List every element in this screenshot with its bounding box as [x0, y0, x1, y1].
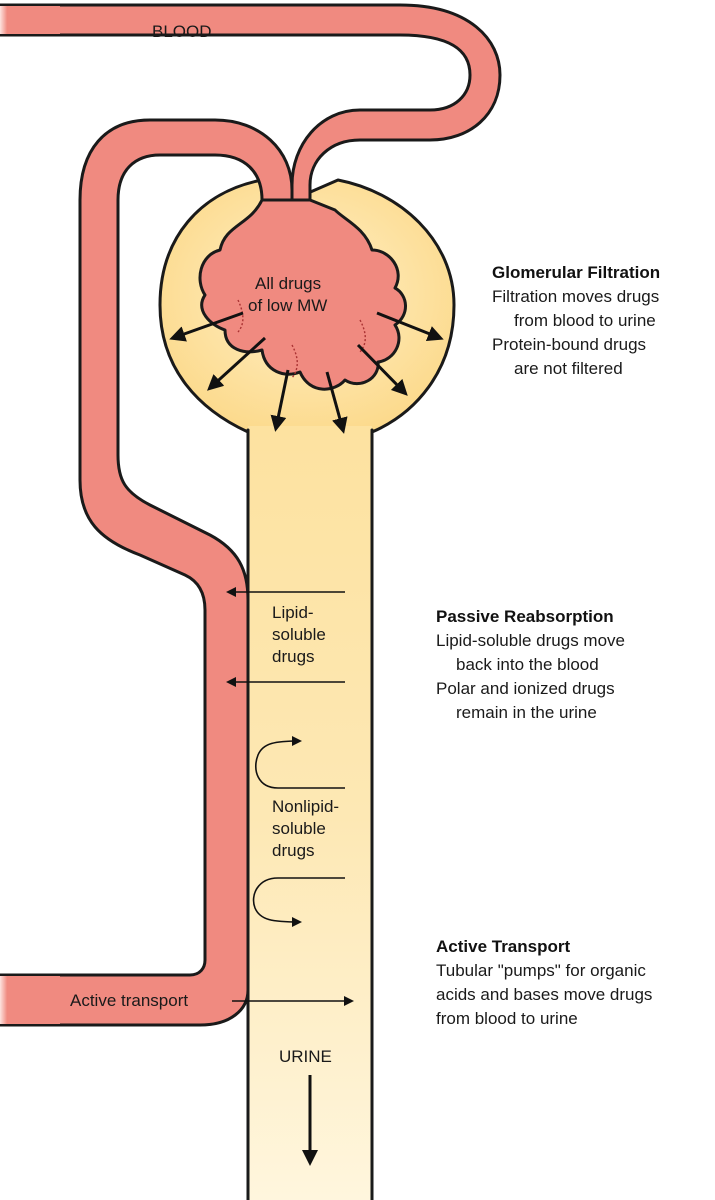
lipid-label-line1: Lipid- [272, 603, 314, 622]
efferent-vessel [0, 118, 294, 1027]
section-title: Active Transport [436, 937, 570, 956]
section-line: from blood to urine [514, 311, 656, 330]
filtration-arrow [325, 371, 348, 434]
glomerulus-label-line1: All drugs [255, 274, 321, 293]
u-turn-arrow [254, 736, 345, 789]
blood-label: BLOOD [152, 22, 212, 41]
nonlipid-label-line3: drugs [272, 841, 315, 860]
nonlipid-label-line1: Nonlipid- [272, 797, 339, 816]
renal-tubule [248, 426, 372, 1200]
glomerulus [198, 198, 407, 391]
passive-reabsorption-section: Passive Reabsorption Lipid-soluble drugs… [436, 607, 625, 722]
urine-label: URINE [279, 1047, 332, 1066]
lipid-label-line3: drugs [272, 647, 315, 666]
glomerulus-label-line2: of low MW [248, 296, 327, 315]
section-line: from blood to urine [436, 1009, 578, 1028]
filtration-arrow [270, 369, 290, 432]
section-title: Passive Reabsorption [436, 607, 614, 626]
section-line: back into the blood [456, 655, 599, 674]
section-line: Tubular "pumps" for organic [436, 961, 646, 980]
filtration-arrow [356, 343, 408, 396]
active-transport-section: Active Transport Tubular "pumps" for org… [436, 937, 652, 1028]
section-line: acids and bases move drugs [436, 985, 652, 1004]
glomerular-filtration-section: Glomerular Filtration Filtration moves d… [492, 263, 660, 378]
section-line: are not filtered [514, 359, 623, 378]
section-line: Protein-bound drugs [492, 335, 646, 354]
filtration-arrows [169, 311, 444, 434]
section-line: Lipid-soluble drugs move [436, 631, 625, 650]
section-line: remain in the urine [456, 703, 597, 722]
filtration-arrow [207, 336, 267, 391]
afferent-vessel [0, 3, 502, 202]
section-line: Polar and ionized drugs [436, 679, 615, 698]
section-title: Glomerular Filtration [492, 263, 660, 282]
filtration-arrow [376, 311, 444, 342]
filtration-arrow [169, 311, 244, 342]
u-turn-arrow [252, 877, 345, 927]
active-transport-label: Active transport [70, 991, 188, 1010]
nonlipid-label-line2: soluble [272, 819, 326, 838]
section-line: Filtration moves drugs [492, 287, 659, 306]
lipid-label-line2: soluble [272, 625, 326, 644]
